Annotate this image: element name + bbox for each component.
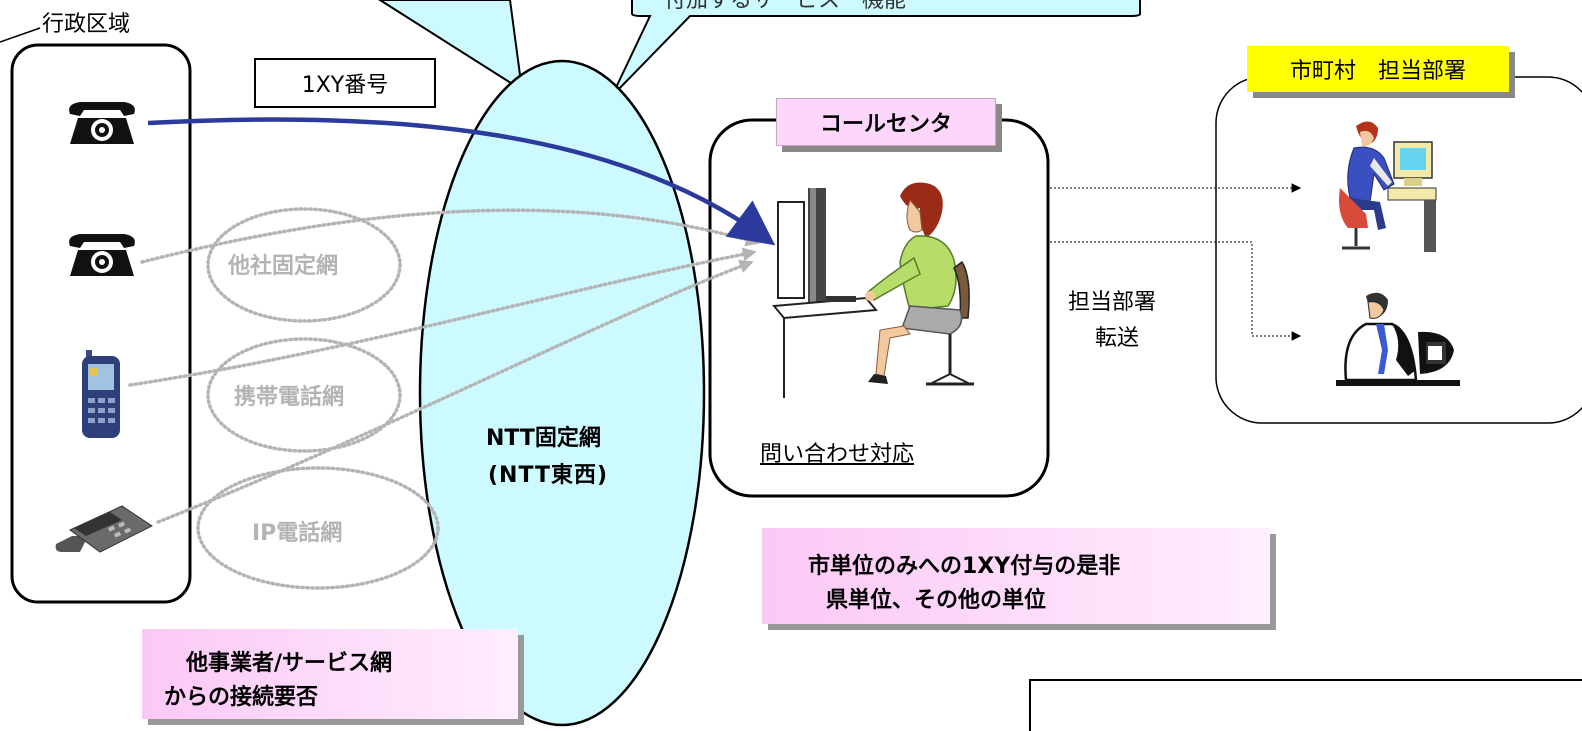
unit-note-box: 市単位のみへの1XY付与の是非 県単位、その他の単位 — [762, 528, 1270, 624]
ntt-network-ellipse — [418, 59, 706, 727]
connect-note-box: 他事業者/サービス網 からの接続要否 — [142, 629, 518, 719]
ip-network-label: IP電話網 — [252, 521, 343, 546]
municipal-dept-label-box: 市町村 担当部署 — [1247, 46, 1509, 92]
number-1xy-label: 1XY番号 — [301, 73, 389, 98]
admin-area-pointer — [0, 27, 41, 43]
connect-note-line2: からの接続要否 — [164, 685, 319, 710]
ntt-network-label: NTT固定網 — [486, 426, 601, 451]
mobile-phone-icon — [82, 350, 120, 438]
ip-phone-icon — [55, 505, 153, 553]
route-other-fixed — [140, 208, 760, 264]
speech-callout — [378, 0, 1141, 97]
unit-note-line2: 県単位、その他の単位 — [826, 588, 1047, 613]
rotary-phone-icon — [69, 234, 135, 276]
ntt-network-sublabel: (NTT東西) — [488, 463, 609, 488]
mobile-network-oval — [206, 337, 402, 453]
other-fixed-network-label: 他社固定網 — [228, 254, 339, 279]
municipal-dept-label: 市町村 担当部署 — [1289, 59, 1466, 84]
other-fixed-network-oval — [206, 207, 402, 323]
admin-area-label: 行政区域 — [42, 12, 131, 37]
admin-area-box — [10, 43, 192, 604]
transfer-arrow-2 — [1050, 241, 1302, 341]
call-center-operator — [772, 182, 974, 398]
route-mobile — [128, 247, 757, 387]
route-1xy — [147, 117, 776, 246]
transfer-label-line2: 転送 — [1095, 326, 1140, 351]
staff-at-computer — [1339, 121, 1437, 252]
call-center-label-box: コールセンタ — [776, 98, 996, 146]
route-ip — [156, 259, 754, 524]
call-center-label: コールセンタ — [819, 112, 952, 137]
inquiry-handling-label: 問い合わせ対応 — [760, 442, 915, 467]
number-1xy-box: 1XY番号 — [254, 58, 436, 108]
rotary-phone-icon — [69, 102, 135, 144]
ip-network-oval — [196, 466, 440, 590]
transfer-label-line1: 担当部署 — [1068, 290, 1157, 315]
connect-note-line1: 他事業者/サービス網 — [186, 651, 393, 676]
bottom-right-box — [1029, 679, 1582, 731]
mobile-network-label: 携帯電話網 — [234, 385, 345, 410]
unit-note-line1: 市単位のみへの1XY付与の是非 — [808, 554, 1121, 579]
callout-text: 付加するサービス 機能 — [664, 0, 907, 13]
staff-on-phone — [1336, 292, 1460, 386]
